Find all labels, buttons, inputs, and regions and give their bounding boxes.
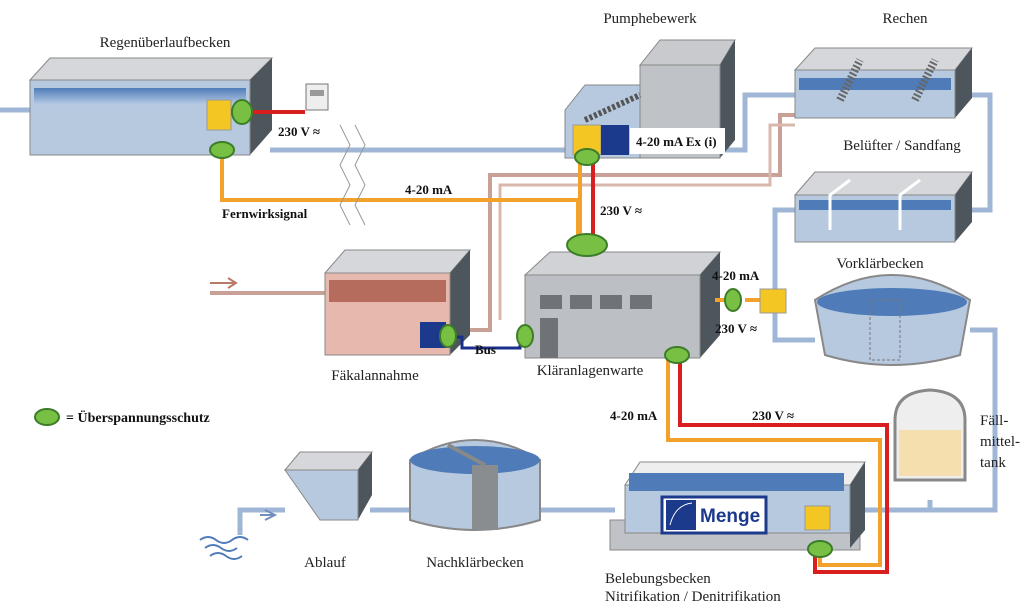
power-meter-icon [305, 83, 329, 111]
water-pipes [0, 92, 998, 535]
surge-protector-icon [574, 148, 600, 166]
surge-protector-icon [807, 540, 833, 558]
nachklaerbecken-tank [409, 439, 541, 531]
menge-display: Menge [700, 506, 760, 527]
water-waves-icon [199, 536, 249, 560]
vorklaerbecken-tank [813, 274, 972, 366]
belebungsbecken-tank [609, 461, 866, 551]
label-fernwirksignal: Fernwirksignal [222, 206, 308, 221]
surge-protector-icon [664, 346, 690, 364]
outflow-arrow-icon [260, 509, 278, 521]
surge-protector-icon [724, 288, 742, 312]
label-klaeranlagenwarte: Kläranlagenwarte [537, 363, 644, 379]
inflow-arrow-icon [210, 277, 238, 289]
label-regenueberlaufbecken: Regenüberlaufbecken [100, 35, 231, 51]
belueftersandfang-tank [793, 171, 973, 243]
label-nachklaerbecken: Nachklärbecken [426, 555, 524, 571]
label-faellmitteltank-1: Fäll- [980, 413, 1008, 429]
legend-text: = Überspannungsschutz [66, 409, 210, 426]
label-faellmitteltank-2: mittel- [980, 434, 1020, 450]
rechen-tank [793, 47, 974, 119]
surge-protector-icon [231, 99, 253, 125]
label-rechen: Rechen [883, 11, 928, 27]
label-rub-power: 230 V ≈ [278, 124, 320, 139]
klaeranlagenwarte-building [523, 251, 722, 359]
label-ablauf: Ablauf [304, 555, 346, 571]
sensor-box-icon [759, 288, 787, 314]
label-nitrifikation: Nitrifikation / Denitrifikation [605, 589, 781, 605]
signal-lines [220, 110, 889, 574]
distance-break-icon [339, 124, 366, 226]
label-pumphebewerk: Pumphebewerk [603, 11, 697, 27]
regenueberlaufbecken-tank [28, 57, 274, 156]
surge-protector-icon [209, 141, 235, 159]
surge-protector-icon [516, 324, 534, 348]
label-belueftersandfang: Belüfter / Sandfang [843, 138, 961, 154]
label-rub-signal: 4-20 mA [405, 182, 453, 197]
surge-protector-icon [566, 233, 608, 257]
pumphebewerk-building [564, 39, 736, 159]
label-faellmitteltank-3: tank [980, 455, 1006, 471]
faellmitteltank [893, 388, 967, 482]
faekalannahme-tank [323, 249, 472, 356]
surge-protector-icon [439, 324, 457, 348]
sewage-pipes [210, 113, 795, 332]
label-pump-signal: 4-20 mA Ex (i) [636, 134, 717, 149]
ablauf-tank [283, 451, 374, 521]
label-bb-signal: 4-20 mA [610, 408, 658, 423]
label-faekalannahme: Fäkalannahme [331, 368, 419, 384]
label-pump-power: 230 V ≈ [600, 203, 642, 218]
label-vk-power: 230 V ≈ [715, 321, 757, 336]
legend-surge-protector-icon [34, 408, 60, 426]
label-vorklaerbecken: Vorklärbecken [836, 256, 924, 272]
label-bus: Bus [475, 342, 496, 357]
label-vk-signal: 4-20 mA [712, 268, 760, 283]
label-bb-power: 230 V ≈ [752, 408, 794, 423]
label-belebungsbecken: Belebungsbecken [605, 571, 711, 587]
